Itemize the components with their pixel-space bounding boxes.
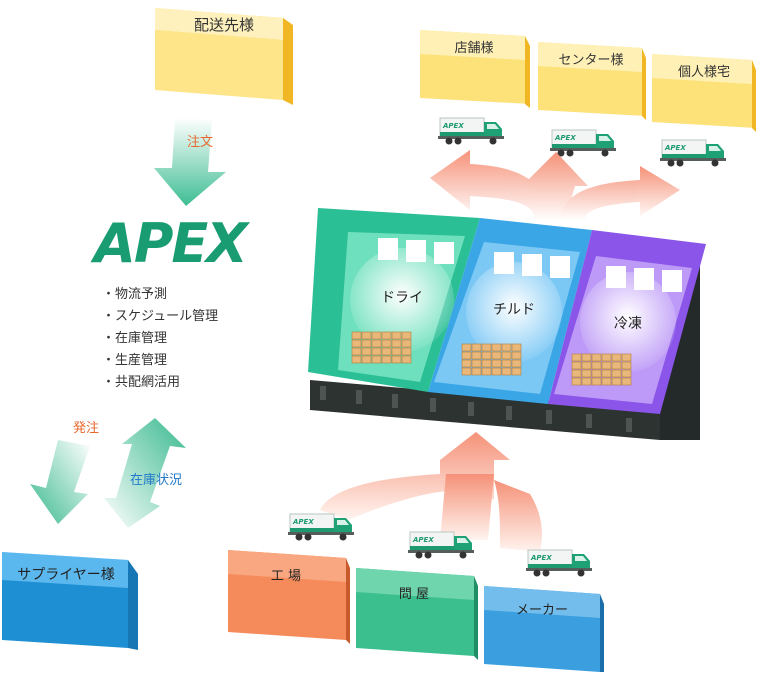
apex-logo-text: APEX [90, 212, 250, 275]
order-label: 注文 [187, 135, 213, 150]
source-wholesaler: 問 屋 [356, 568, 478, 660]
warehouse: ドライ チルド 冷凍 [308, 208, 706, 440]
customer-box-label: 配送先様 [194, 16, 254, 34]
service-item: ・生産管理 [102, 352, 167, 368]
customer-box: 配送先様 [155, 8, 293, 105]
zone-frozen-label: 冷凍 [614, 316, 642, 332]
order-arrow: 注文 [154, 118, 226, 206]
destination-center: センター様 [538, 42, 646, 120]
destination-center-label: センター様 [558, 53, 623, 68]
destination-home: 個人様宅 [652, 54, 756, 132]
outbound-arrows [430, 150, 680, 220]
supplier-box: サプライヤー様 [2, 552, 138, 650]
truck-icon [549, 129, 617, 157]
stock-status-label: 在庫状況 [130, 473, 182, 488]
inbound-arrows [320, 432, 542, 552]
source-factory-label: 工 場 [271, 569, 301, 584]
service-item: ・共配網活用 [102, 375, 180, 390]
supplier-box-label: サプライヤー様 [17, 567, 115, 583]
supply-order-arrow: 発注 [30, 421, 99, 524]
stock-status-arrow: 在庫状況 [104, 418, 186, 528]
supply-order-label: 発注 [73, 421, 99, 436]
destination-home-label: 個人様宅 [678, 65, 730, 80]
service-item: ・物流予測 [102, 287, 167, 302]
destination-store-label: 店舗様 [454, 41, 493, 56]
truck-icon [659, 139, 727, 167]
zone-dry-label: ドライ [381, 290, 423, 306]
truck-icon [525, 549, 593, 577]
services-list: ・物流予測 ・スケジュール管理 ・在庫管理 ・生産管理 ・共配網活用 [102, 287, 218, 390]
truck-icon [437, 117, 505, 145]
source-maker: メーカー [484, 586, 604, 672]
apex-logo: APEX [90, 212, 252, 275]
service-item: ・スケジュール管理 [102, 309, 218, 324]
destination-store: 店舗様 [420, 30, 530, 108]
source-maker-label: メーカー [516, 603, 568, 618]
service-item: ・在庫管理 [102, 331, 167, 346]
source-wholesaler-label: 問 屋 [399, 587, 429, 602]
zone-chilled-label: チルド [493, 302, 535, 318]
source-factory: 工 場 [228, 550, 350, 644]
